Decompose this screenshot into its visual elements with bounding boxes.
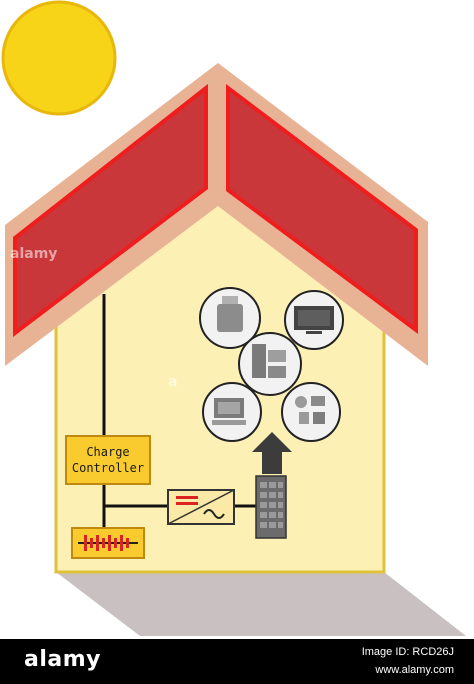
blender-icon xyxy=(199,287,261,349)
image-id-block: Image ID: RCD26J www.alamy.com xyxy=(362,643,454,679)
battery-icon xyxy=(71,527,145,559)
appliances-icon xyxy=(281,382,341,442)
site-url: www.alamy.com xyxy=(375,664,454,676)
computer-icon xyxy=(202,382,262,442)
image-id: Image ID: RCD26J xyxy=(361,646,454,658)
charge-controller-box xyxy=(65,435,151,485)
wiring xyxy=(102,294,256,528)
up-arrow-icon xyxy=(252,432,292,474)
brand-logo: alamy xyxy=(24,647,101,672)
inverter-icon xyxy=(167,489,235,525)
sun-icon xyxy=(1,0,117,116)
stock-footer: alamy Image ID: RCD26J www.alamy.com xyxy=(0,639,474,684)
house-shadow xyxy=(56,572,466,636)
solar-panel-left xyxy=(13,83,208,338)
tv-icon xyxy=(284,290,344,350)
fridge-icon xyxy=(238,332,302,396)
solar-panel-right xyxy=(226,83,418,334)
power-meter-icon xyxy=(255,475,287,539)
